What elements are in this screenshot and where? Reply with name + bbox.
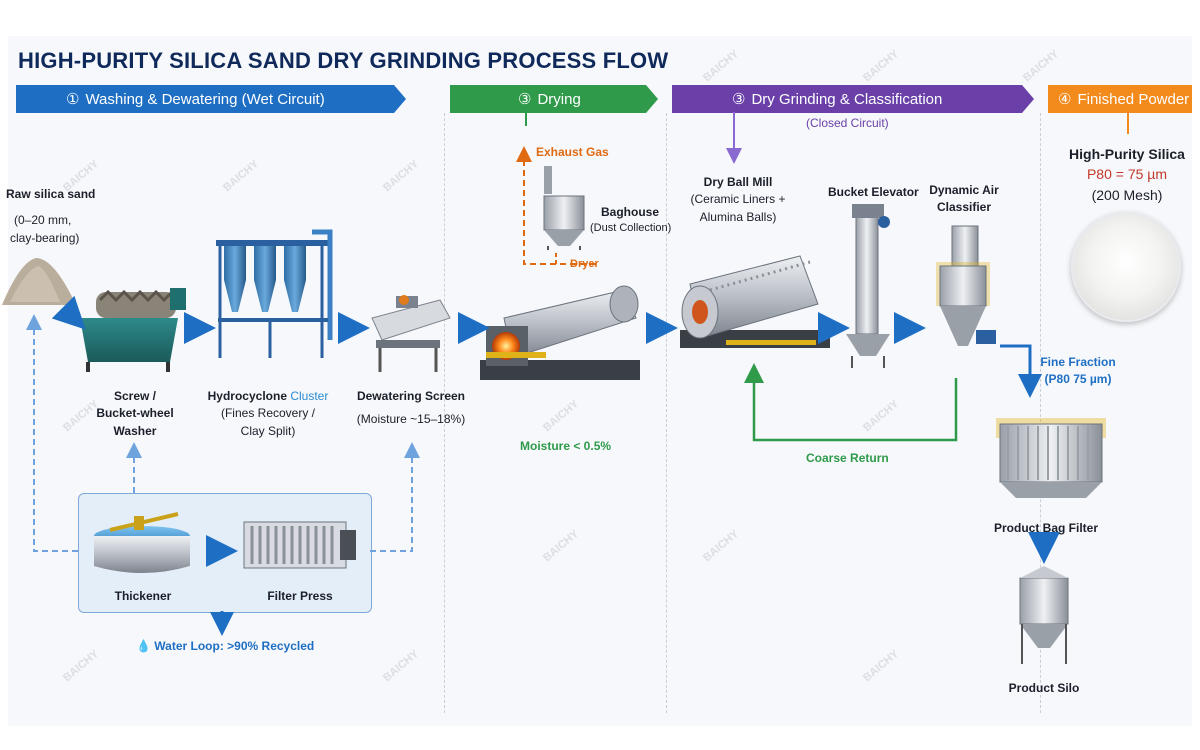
air-classifier-label: Dynamic Air Classifier xyxy=(926,182,1002,217)
product-bag-filter-label: Product Bag Filter xyxy=(993,521,1098,535)
baghouse-title: Baghouse xyxy=(600,205,659,219)
finished-product-mesh: (200 Mesh) xyxy=(1091,186,1163,203)
water-loop-label: 💧 Water Loop: >90% Recycled xyxy=(136,638,314,655)
stage-label: Drying xyxy=(537,90,581,108)
air-classifier-line: Classifier xyxy=(936,200,992,215)
stage-banner-washing: ① Washing & Dewatering (Wet Circuit) xyxy=(16,85,406,113)
hydrocyclone-detail: Clay Split) xyxy=(240,423,296,438)
hydrocyclone-detail: (Fines Recovery / xyxy=(220,406,316,421)
fine-fraction-size: (P80 75 µm) xyxy=(1044,372,1112,387)
baghouse-detail: (Dust Collection) xyxy=(590,222,672,235)
page-title: HIGH-PURITY SILICA SAND DRY GRINDING PRO… xyxy=(18,48,669,73)
stage-banner-powder: ④ Finished Powder xyxy=(1048,85,1192,113)
hydrocyclone-title: Hydrocyclone Cluster xyxy=(206,388,330,405)
stage-divider xyxy=(666,113,667,713)
bucket-elevator-label: Bucket Elevator xyxy=(828,185,919,199)
washer-label-line: Screw / xyxy=(113,389,157,403)
finished-product-p80: P80 = 75 µm xyxy=(1086,166,1168,183)
stage-label: Finished Powder xyxy=(1077,90,1190,108)
dewatering-screen-label: Dewatering Screen (Moisture ~15–18%) xyxy=(356,388,466,429)
hydrocyclone-highlight: Cluster xyxy=(290,389,329,403)
silica-powder-image xyxy=(1071,212,1181,322)
ball-mill-title: Dry Ball Mill xyxy=(703,175,773,189)
stage-divider xyxy=(444,113,445,713)
air-classifier-line: Dynamic Air xyxy=(929,183,999,197)
bucket-elevator xyxy=(846,204,890,368)
filter-press-label: Filter Press xyxy=(267,589,333,603)
dryer-label: Dryer xyxy=(570,258,599,270)
dewatering-screen-moisture: (Moisture ~15–18%) xyxy=(356,412,466,427)
screw-washer xyxy=(80,288,186,372)
washer-label-line: Washer xyxy=(113,423,157,438)
hydrocyclone-name: Hydrocyclone xyxy=(207,389,287,403)
raw-sand-label: Raw silica sand xyxy=(6,187,96,201)
baghouse xyxy=(543,166,585,250)
ball-mill xyxy=(680,255,830,348)
water-drop-icon: 💧 xyxy=(136,639,151,653)
stage-divider xyxy=(1040,113,1041,713)
baghouse-label: Baghouse (Dust Collection) xyxy=(590,204,672,237)
raw-sand-size: (0–20 mm, xyxy=(14,213,72,227)
washer-label: Screw / Bucket-wheel Washer xyxy=(92,388,178,440)
raw-sand-note: clay-bearing) xyxy=(10,231,80,245)
closed-circuit-note: (Closed Circuit) xyxy=(806,116,889,130)
thickener-label: Thickener xyxy=(114,589,172,603)
finished-product-title: High-Purity Silica xyxy=(1069,146,1185,162)
stage-label: Washing & Dewatering (Wet Circuit) xyxy=(85,90,325,108)
product-silo-label: Product Silo xyxy=(1008,681,1080,695)
fine-fraction-label: Fine Fraction (P80 75 µm) xyxy=(1036,354,1120,389)
finished-product-label: High-Purity Silica P80 = 75 µm (200 Mesh… xyxy=(1058,144,1196,205)
stage-number: ① xyxy=(66,91,80,108)
stage-number: ④ xyxy=(1058,91,1072,108)
stage-banner-drying: ③ Drying xyxy=(450,85,658,113)
product-bag-filter xyxy=(996,418,1106,498)
filter-press xyxy=(243,521,356,569)
thickener xyxy=(94,512,190,573)
hydrocyclone-label: Hydrocyclone Cluster (Fines Recovery / C… xyxy=(206,388,330,440)
stage-label: Dry Grinding & Classification xyxy=(751,90,943,108)
rotary-dryer xyxy=(480,285,640,380)
fine-fraction-title: Fine Fraction xyxy=(1040,355,1116,369)
exhaust-gas-label: Exhaust Gas xyxy=(536,145,609,159)
raw-sand-pile xyxy=(2,258,76,305)
flow-arrows xyxy=(26,112,1129,636)
product-silo xyxy=(1019,566,1069,664)
coarse-return-label: Coarse Return xyxy=(806,451,889,465)
ball-mill-label: Dry Ball Mill (Ceramic Liners + Alumina … xyxy=(686,174,790,226)
stage-number: ③ xyxy=(518,91,532,108)
hydrocyclone-cluster xyxy=(216,229,333,358)
air-classifier xyxy=(936,225,996,346)
dewatering-screen xyxy=(371,295,451,372)
stage-number: ③ xyxy=(732,91,746,108)
moisture-label: Moisture < 0.5% xyxy=(520,439,612,453)
water-loop-text: Water Loop: >90% Recycled xyxy=(154,639,315,653)
washer-label-line: Bucket-wheel xyxy=(96,406,174,421)
stage-banner-grinding: ③ Dry Grinding & Classification xyxy=(672,85,1034,113)
dewatering-screen-title: Dewatering Screen xyxy=(356,389,466,403)
ball-mill-detail: Alumina Balls) xyxy=(699,209,777,224)
ball-mill-detail: (Ceramic Liners + xyxy=(690,192,786,207)
